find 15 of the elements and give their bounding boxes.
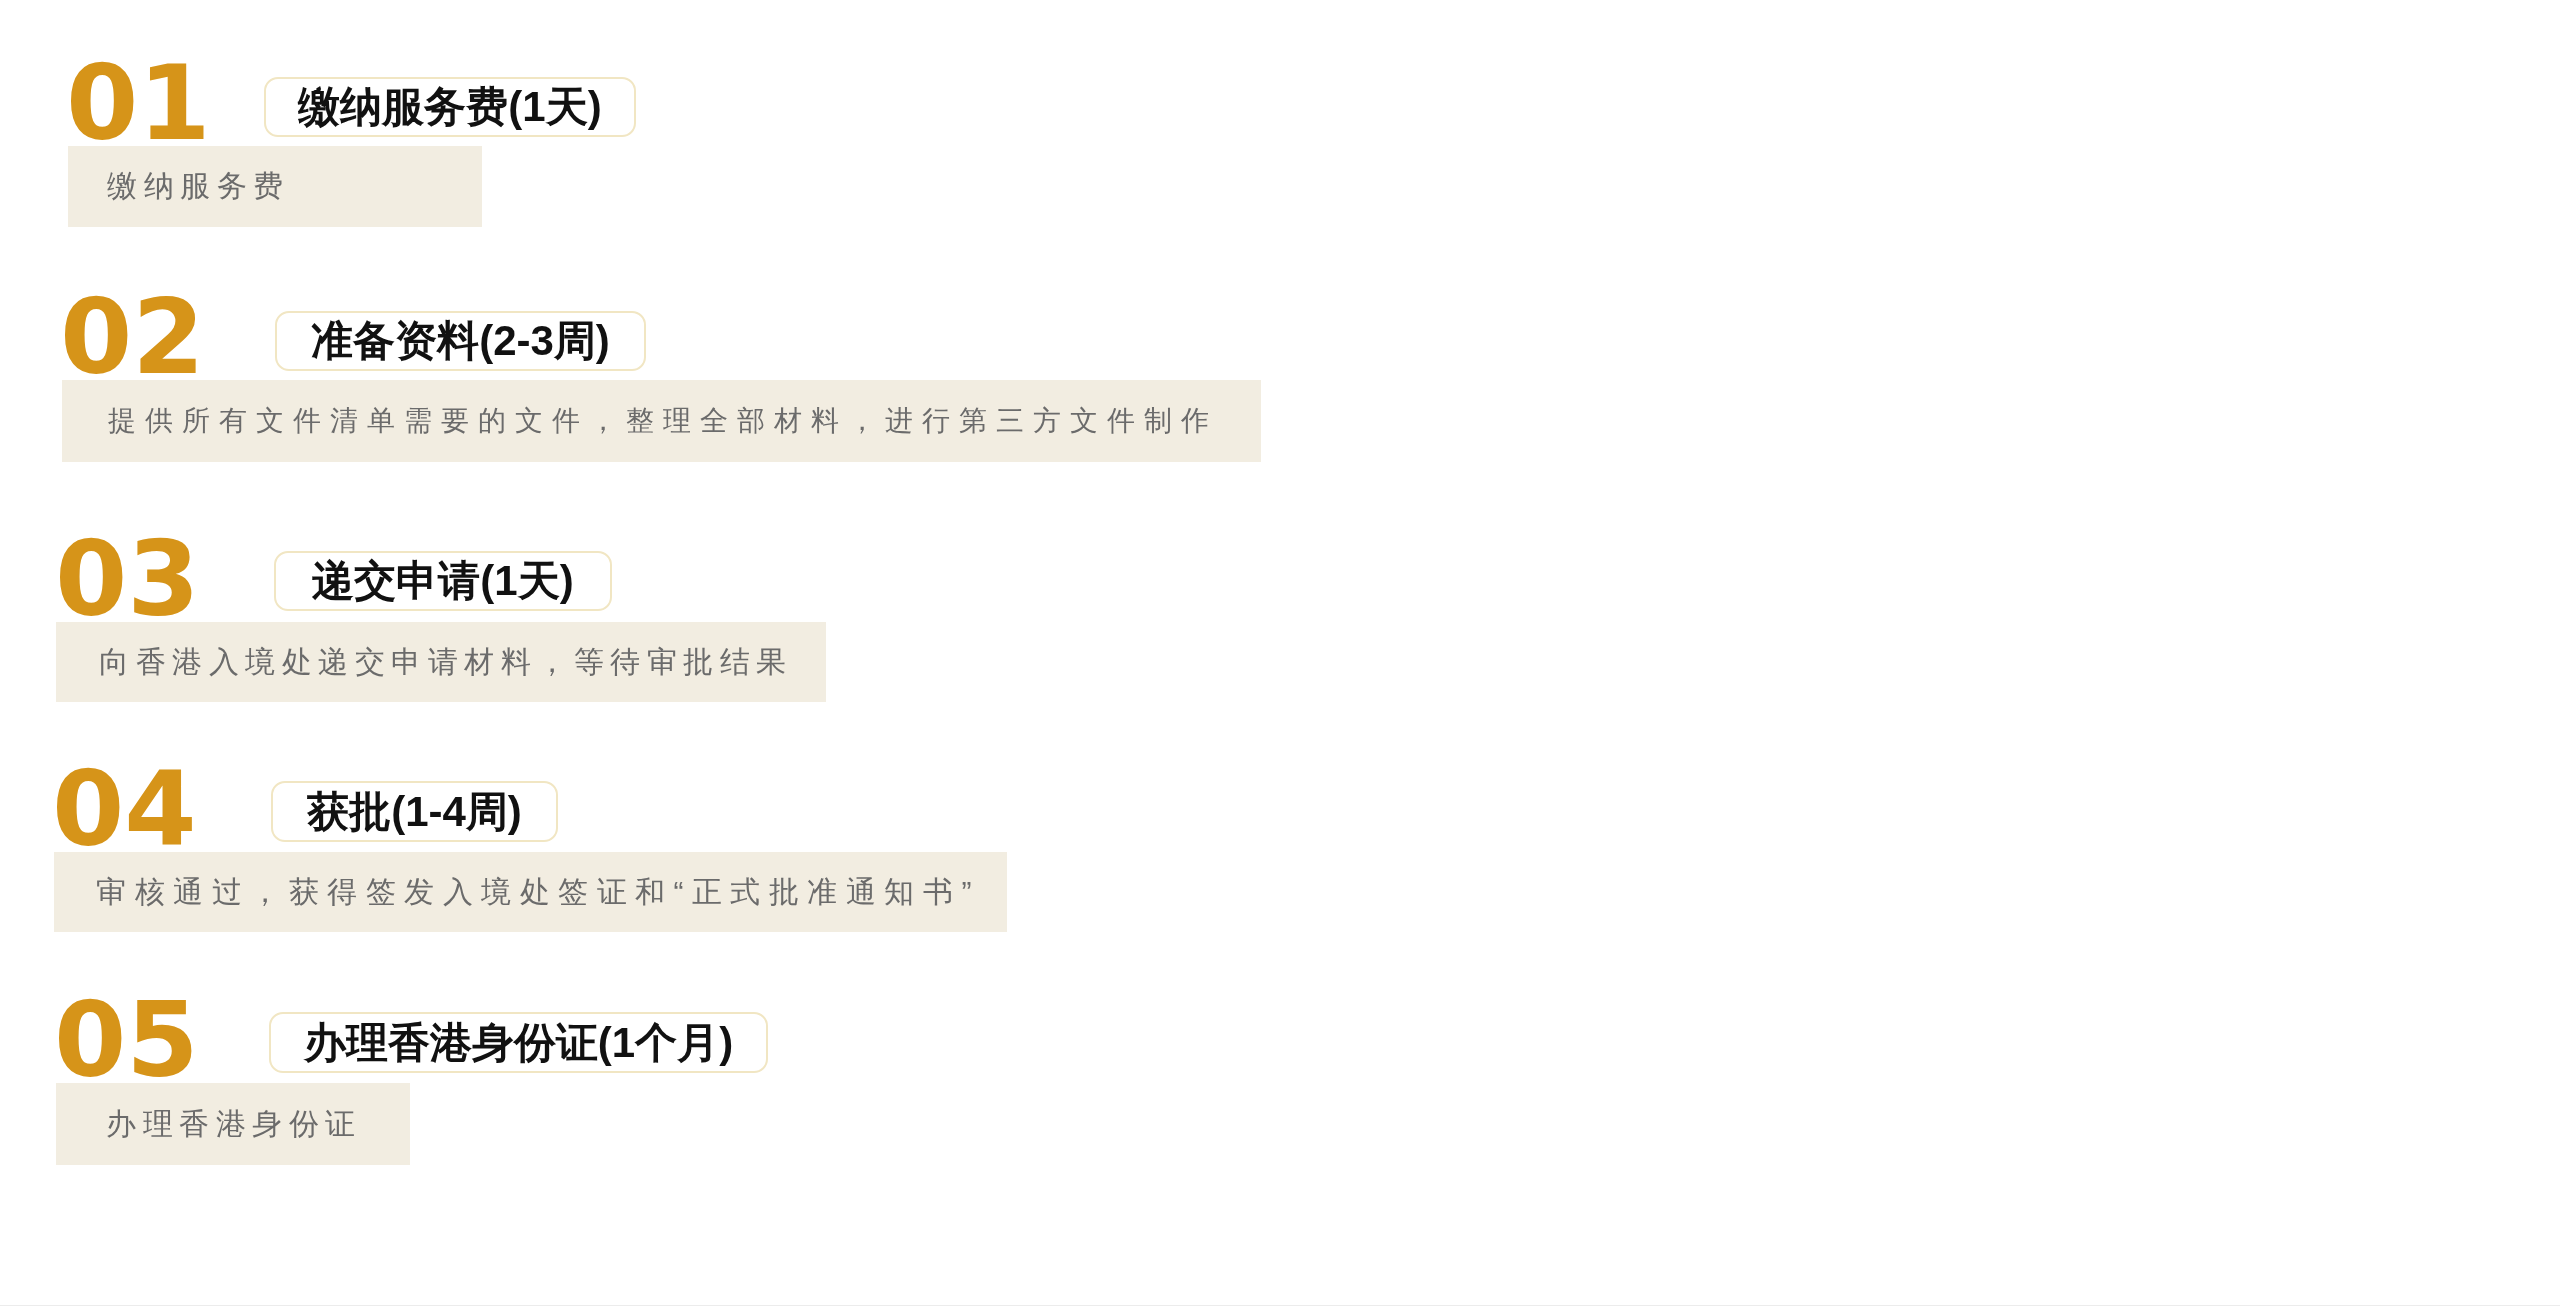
title-box: 准备资料(2-3周)	[275, 311, 646, 371]
title-box: 办理香港身份证(1个月)	[269, 1012, 768, 1073]
step-number: 01	[65, 62, 212, 146]
title-box: 缴纳服务费(1天)	[264, 77, 636, 137]
step-number: 05	[53, 999, 200, 1083]
step-number: 03	[54, 538, 201, 622]
description-band: 向香港入境处递交申请材料，等待审批结果	[56, 622, 826, 702]
description-band: 审核通过，获得签发入境处签证和“正式批准通知书”	[54, 852, 1007, 932]
description-band: 缴纳服务费	[68, 146, 482, 227]
description-band: 办理香港身份证	[56, 1083, 410, 1165]
description-band: 提供所有文件清单需要的文件，整理全部材料，进行第三方文件制作	[62, 380, 1261, 462]
step-number: 02	[59, 296, 206, 380]
step-number: 04	[51, 768, 198, 852]
title-box: 获批(1-4周)	[271, 781, 558, 842]
title-box: 递交申请(1天)	[274, 551, 612, 611]
